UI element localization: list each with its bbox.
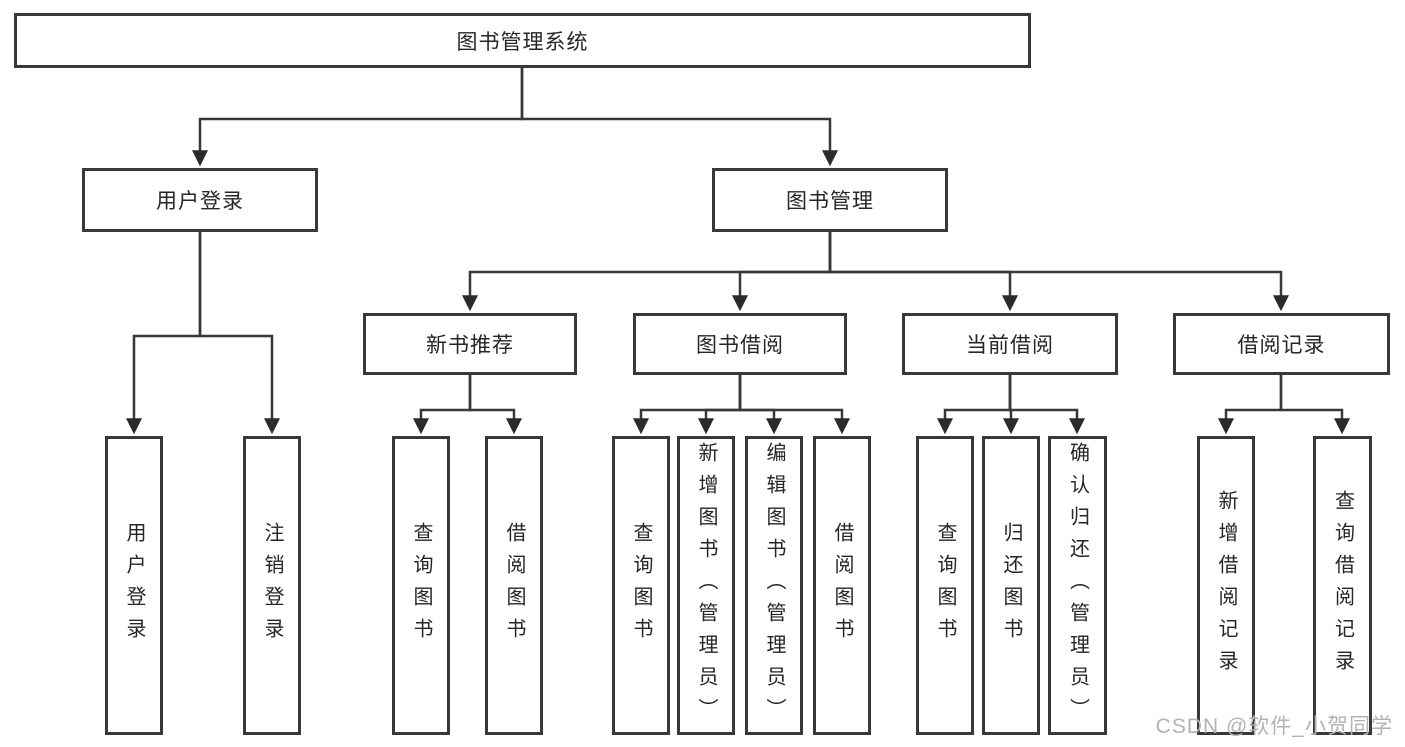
leaf-add-borrow-record: 新增借阅记录 — [1197, 436, 1255, 735]
node-borrow-records: 借阅记录 — [1173, 313, 1390, 375]
node-label: 图书管理系统 — [456, 30, 589, 54]
leaf-user-login: 用户登录 — [105, 436, 163, 735]
leaf-query-borrow-record: 查询借阅记录 — [1313, 436, 1372, 735]
leaf-label: 借阅图书 — [503, 521, 525, 650]
leaf-label: 确认归还（管理员） — [1066, 441, 1089, 730]
leaf-label: 新增借阅记录 — [1215, 489, 1237, 682]
leaf-confirm-return-admin: 确认归还（管理员） — [1048, 436, 1107, 735]
leaf-return-book: 归还图书 — [982, 436, 1040, 735]
leaf-add-book-admin: 新增图书（管理员） — [677, 436, 735, 735]
node-new-book-recommend: 新书推荐 — [363, 313, 577, 375]
leaf-query-books-1: 查询图书 — [392, 436, 450, 735]
node-label: 新书推荐 — [426, 334, 514, 357]
node-label: 当前借阅 — [966, 334, 1054, 357]
leaf-label: 新增图书（管理员） — [695, 441, 717, 730]
node-book-borrow: 图书借阅 — [633, 313, 847, 375]
leaf-edit-book-admin: 编辑图书（管理员） — [745, 436, 803, 735]
leaf-label: 归还图书 — [1000, 521, 1022, 650]
leaf-query-books-3: 查询图书 — [916, 436, 974, 735]
leaf-label: 编辑图书（管理员） — [763, 441, 785, 730]
node-label: 用户登录 — [156, 190, 244, 213]
leaf-label: 用户登录 — [123, 521, 145, 650]
node-book-management: 图书管理 — [712, 168, 948, 232]
leaf-borrow-books-2: 借阅图书 — [813, 436, 871, 735]
leaf-logout: 注销登录 — [243, 436, 301, 735]
leaf-borrow-books-1: 借阅图书 — [485, 436, 543, 735]
leaf-label: 注销登录 — [261, 521, 283, 650]
node-label: 借阅记录 — [1237, 334, 1326, 357]
leaf-label: 查询图书 — [934, 521, 956, 650]
leaf-label: 查询图书 — [630, 521, 652, 650]
node-current-borrow: 当前借阅 — [902, 313, 1118, 375]
node-label: 图书管理 — [786, 190, 874, 213]
leaf-query-books-2: 查询图书 — [612, 436, 670, 735]
leaf-label: 借阅图书 — [831, 521, 853, 650]
node-library-management-system: 图书管理系统 — [14, 13, 1031, 68]
leaf-label: 查询图书 — [410, 521, 432, 650]
node-user-login: 用户登录 — [82, 168, 318, 232]
leaf-label: 查询借阅记录 — [1331, 489, 1354, 682]
node-label: 图书借阅 — [696, 334, 784, 357]
csdn-watermark: CSDN @软件_小贺同学 — [1155, 715, 1393, 738]
